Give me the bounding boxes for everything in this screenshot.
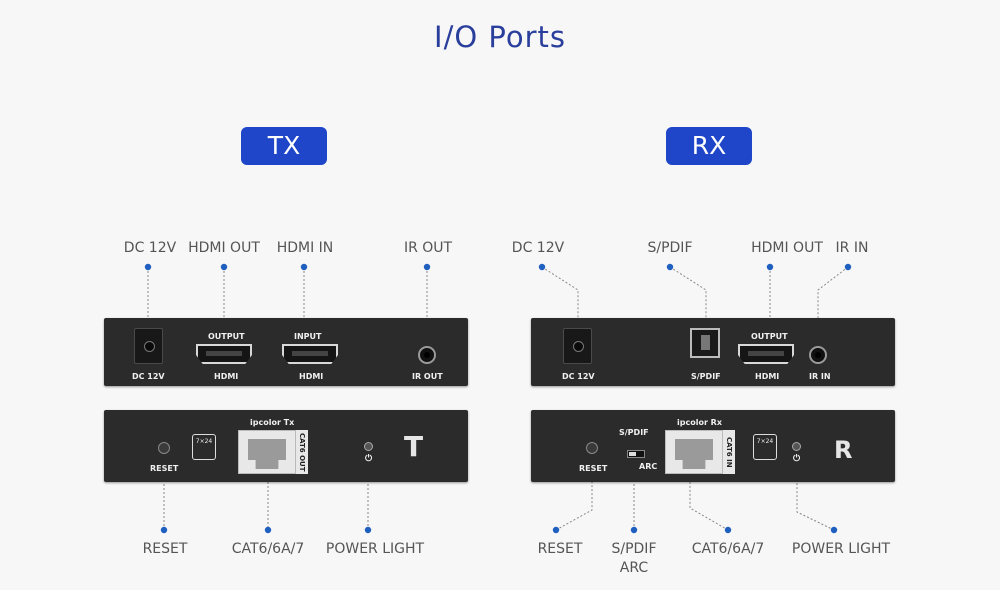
- rx-label-power: POWER LIGHT: [791, 541, 891, 557]
- tx-dc-port-label: DC 12V: [132, 372, 165, 381]
- rj45-port-icon: [665, 430, 723, 474]
- tx-label-dc: DC 12V: [123, 240, 177, 256]
- rx-label-ir-in: IR IN: [835, 240, 869, 256]
- rx-spdif-port-label: S/PDIF: [691, 372, 721, 381]
- warranty-icon: 7×24: [192, 434, 216, 460]
- hdmi-out-port-icon: [196, 344, 252, 364]
- tx-label-cat: CAT6/6A/7: [231, 541, 305, 557]
- rx-label-hdmi-out: HDMI OUT: [751, 240, 823, 256]
- rx-label-cat: CAT6/6A/7: [691, 541, 765, 557]
- tx-model-label: ipcolor Tx: [250, 418, 295, 427]
- hdmi-out-port-icon: [738, 344, 794, 364]
- tx-label-hdmi-in: HDMI IN: [276, 240, 334, 256]
- rx-label-dc: DC 12V: [511, 240, 565, 256]
- tx-output-label: OUTPUT: [208, 332, 245, 341]
- tx-back-panel: RESET 7×24 ipcolor Tx CAT6 OUT ⏻ T: [104, 410, 468, 482]
- tx-hdmi-in-port-label: HDMI: [299, 372, 324, 381]
- power-icon: ⏻: [793, 454, 801, 464]
- reset-button-icon: [586, 442, 598, 454]
- tx-badge: TX: [241, 127, 327, 165]
- ir-out-jack-icon: [418, 346, 436, 364]
- rx-output-label: OUTPUT: [751, 332, 788, 341]
- rx-label-reset: RESET: [537, 541, 583, 557]
- tx-label-hdmi-out: HDMI OUT: [188, 240, 260, 256]
- ir-in-jack-icon: [809, 346, 827, 364]
- rx-logo: R: [834, 436, 853, 464]
- tx-label-power: POWER LIGHT: [325, 541, 425, 557]
- dc-jack-icon: [134, 328, 163, 364]
- tx-ir-port-label: IR OUT: [412, 372, 443, 381]
- tx-hdmi-out-port-label: HDMI: [214, 372, 239, 381]
- power-icon: ⏻: [365, 454, 373, 464]
- rx-badge: RX: [666, 127, 752, 165]
- tx-logo: T: [404, 430, 424, 463]
- tx-cat-tab: CAT6 OUT: [296, 430, 308, 474]
- rx-label-spdif-arc-line1: S/PDIF: [611, 541, 657, 557]
- optical-port-icon: [690, 328, 720, 358]
- tx-front-panel: DC 12V OUTPUT HDMI INPUT HDMI IR OUT: [104, 318, 468, 386]
- rx-switch-top-label: S/PDIF: [619, 428, 649, 437]
- tx-reset-port-label: RESET: [150, 464, 179, 473]
- tx-label-ir-out: IR OUT: [403, 240, 453, 256]
- rx-label-spdif-arc-line2: ARC: [619, 560, 649, 576]
- rx-back-panel: RESET S/PDIF ARC ipcolor Rx CAT6 IN 7×24…: [531, 410, 895, 482]
- rx-model-label: ipcolor Rx: [677, 418, 722, 427]
- tx-label-reset: RESET: [142, 541, 188, 557]
- rx-switch-bottom-label: ARC: [639, 462, 658, 471]
- dc-jack-icon: [563, 328, 592, 364]
- power-led-icon: [364, 442, 373, 451]
- tx-input-label: INPUT: [294, 332, 322, 341]
- rx-label-spdif: S/PDIF: [647, 240, 693, 256]
- rj45-port-icon: [238, 430, 296, 474]
- rx-front-panel: DC 12V S/PDIF OUTPUT HDMI IR IN: [531, 318, 895, 386]
- warranty-icon: 7×24: [753, 434, 777, 460]
- spdif-arc-switch-icon: [627, 450, 645, 458]
- rx-cat-tab: CAT6 IN: [723, 430, 735, 474]
- power-led-icon: [792, 442, 801, 451]
- rx-hdmi-port-label: HDMI: [755, 372, 780, 381]
- rx-ir-port-label: IR IN: [809, 372, 831, 381]
- reset-button-icon: [158, 442, 170, 454]
- page-title: I/O Ports: [434, 20, 566, 54]
- rx-dc-port-label: DC 12V: [562, 372, 595, 381]
- rx-reset-port-label: RESET: [579, 464, 608, 473]
- hdmi-in-port-icon: [282, 344, 338, 364]
